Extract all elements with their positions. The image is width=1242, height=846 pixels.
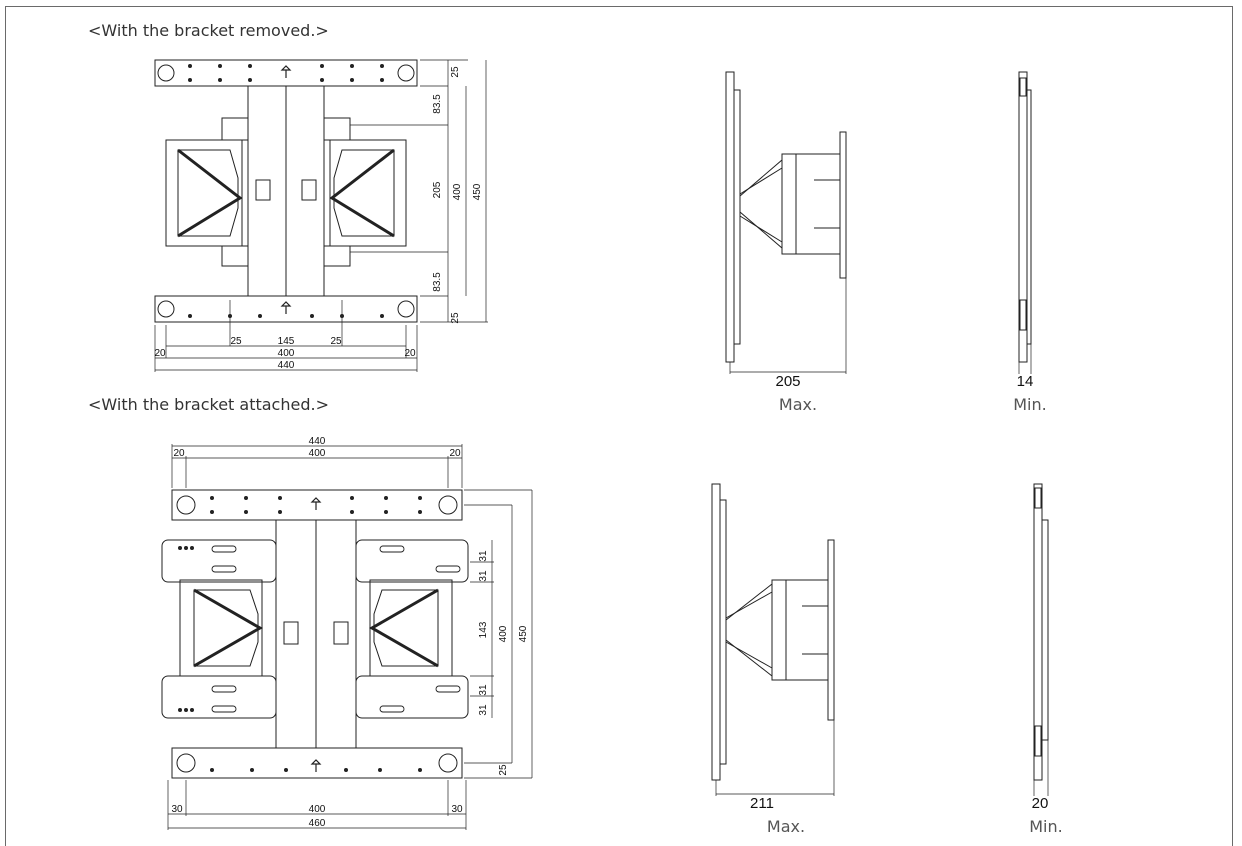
dim-edge-right-top: 20 <box>449 448 461 459</box>
figure-frame <box>5 6 1233 846</box>
dim-edge-left-bottom: 30 <box>171 804 183 815</box>
side-min-label-removed: Min. <box>1013 395 1046 414</box>
dim-upper-slot-a: 31 <box>478 550 489 562</box>
dim-edge-right-bottom: 30 <box>451 804 463 815</box>
front-view-removed-dimensions: 25 83.5 205 400 450 83.5 25 25 145 25 20… <box>154 66 483 371</box>
dim-upper-gap: 83.5 <box>432 94 443 114</box>
dim-lower-slot-b: 31 <box>478 704 489 716</box>
dim-total-height: 450 <box>472 183 483 200</box>
side-view-min-removed <box>1018 71 1032 374</box>
side-view-max-attached <box>711 483 835 796</box>
dim-bottom-plate-attached: 25 <box>498 764 509 776</box>
side-max-value-removed: 205 <box>775 373 800 390</box>
dim-mount-height: 400 <box>452 183 463 200</box>
dim-hole-span-top: 400 <box>309 448 326 459</box>
dim-edge-left: 20 <box>154 348 166 359</box>
side-view-min-attached <box>1033 483 1049 796</box>
side-view-max-removed <box>725 71 847 374</box>
dim-center-gap: 205 <box>432 181 443 198</box>
dim-hole-span: 400 <box>278 348 295 359</box>
dim-mount-height-attached: 400 <box>498 625 509 642</box>
dim-inner-center: 145 <box>278 336 295 347</box>
dim-top-plate: 25 <box>450 66 461 78</box>
side-min-label-attached: Min. <box>1029 817 1062 836</box>
dim-hole-span-bottom: 400 <box>309 804 326 815</box>
dim-inner-right: 25 <box>330 336 342 347</box>
caption-bracket-attached: <With the bracket attached.> <box>88 395 329 414</box>
front-view-attached <box>161 444 533 830</box>
side-min-value-removed: 14 <box>1017 373 1034 390</box>
side-max-value-attached: 211 <box>750 795 774 812</box>
dim-total-width: 440 <box>278 360 295 371</box>
dim-lower-gap: 83.5 <box>432 272 443 292</box>
dim-bottom-plate: 25 <box>450 312 461 324</box>
caption-bracket-removed: <With the bracket removed.> <box>88 21 329 40</box>
dim-edge-left-top: 20 <box>173 448 185 459</box>
dim-lower-slot-a: 31 <box>478 684 489 696</box>
dim-total-height-attached: 450 <box>518 625 529 642</box>
dim-upper-slot-b: 31 <box>478 570 489 582</box>
side-max-label-removed: Max. <box>779 395 817 414</box>
front-view-attached-dimensions: 440 20 400 20 31 31 143 400 450 31 31 25… <box>171 436 529 829</box>
side-max-label-attached: Max. <box>767 817 805 836</box>
dim-edge-right: 20 <box>404 348 416 359</box>
dim-total-width-top: 440 <box>309 436 326 447</box>
dim-inner-left: 25 <box>230 336 242 347</box>
side-min-value-attached: 20 <box>1032 795 1049 812</box>
dim-center-gap-attached: 143 <box>478 621 489 638</box>
front-view-removed <box>154 59 488 372</box>
dim-total-width-bottom: 460 <box>309 818 326 829</box>
